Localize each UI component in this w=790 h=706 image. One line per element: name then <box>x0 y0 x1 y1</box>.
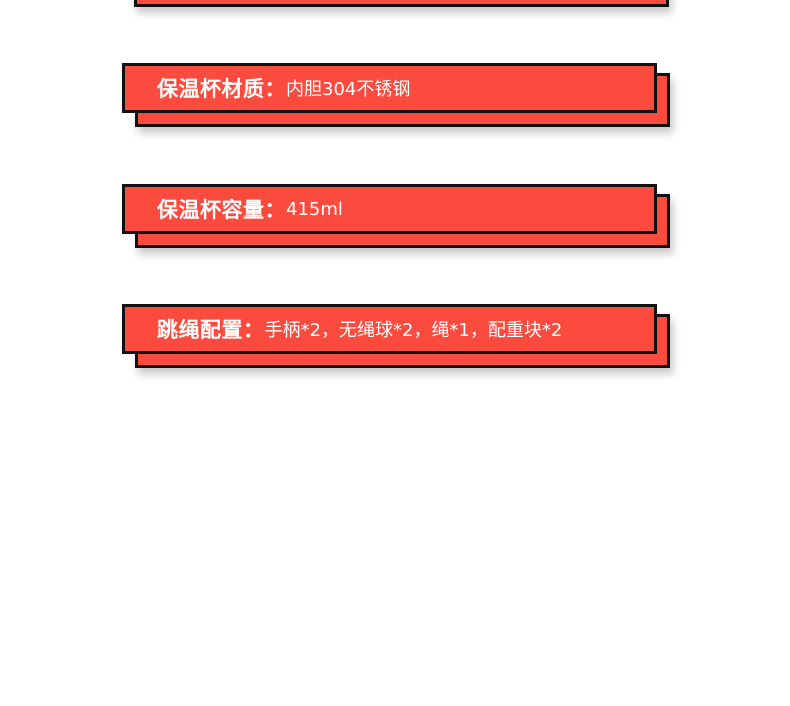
spec-capacity-label: 保温杯容量： <box>157 198 286 222</box>
spec-material-value: 内胆304不锈钢 <box>286 79 411 100</box>
spec-capacity-value: 415ml <box>286 198 343 220</box>
spec-jumprope-label: 跳绳配置： <box>157 318 265 342</box>
spec-jumprope-value: 手柄*2，无绳球*2，绳*1，配重块*2 <box>264 320 563 341</box>
spec-capacity-box: 保温杯容量： 415ml <box>122 184 657 234</box>
spec-material-box: 保温杯材质： 内胆304不锈钢 <box>122 63 657 113</box>
top-partial-box <box>134 0 669 7</box>
spec-jumprope-box: 跳绳配置： 手柄*2，无绳球*2，绳*1，配重块*2 <box>122 304 657 354</box>
spec-material-label: 保温杯材质： <box>157 77 286 101</box>
